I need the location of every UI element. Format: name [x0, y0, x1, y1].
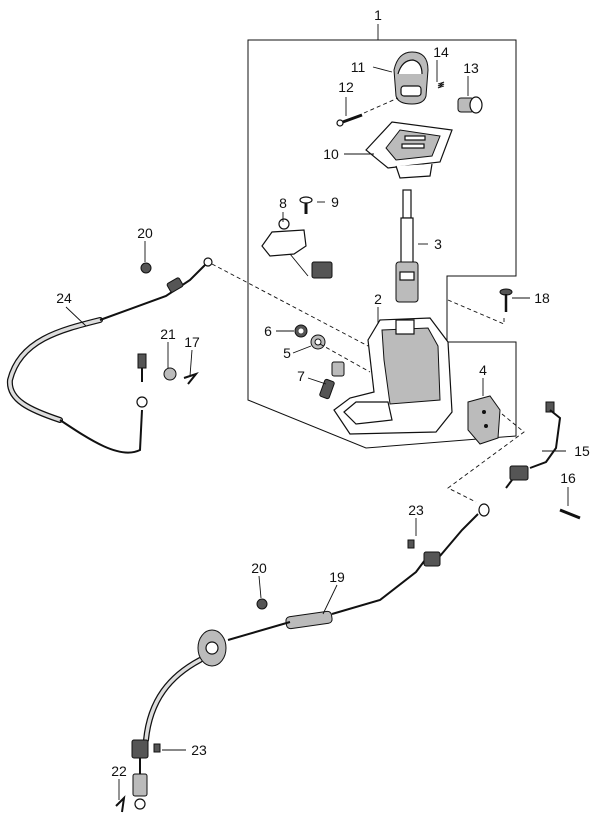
bolt-18 — [499, 288, 513, 312]
detent-assembly — [261, 218, 333, 279]
callout-22: 22 — [111, 763, 127, 779]
clip-20-upper — [140, 262, 152, 274]
callout-24: 24 — [56, 290, 72, 306]
shift-lever — [395, 189, 419, 303]
clip-20-lower — [256, 598, 268, 610]
knob-screw-dash — [363, 97, 399, 114]
bushing-5 — [310, 334, 326, 350]
base-bracket — [333, 317, 453, 435]
button-13 — [457, 96, 483, 114]
bracket-to-cable-dash — [447, 413, 525, 503]
shift-knob — [393, 51, 429, 105]
cable-19 — [131, 503, 490, 810]
callout-20-upper: 20 — [137, 225, 153, 241]
callout-14: 14 — [433, 44, 449, 60]
bolt-dash — [447, 299, 505, 325]
callout-18: 18 — [534, 290, 550, 306]
callout-7: 7 — [297, 368, 305, 384]
callout-2: 2 — [374, 291, 382, 307]
nut-6 — [294, 324, 308, 338]
bushing-dash — [319, 343, 371, 373]
callout-23-lower: 23 — [191, 742, 207, 758]
pin-7 — [319, 361, 345, 400]
callout-15: 15 — [574, 443, 590, 459]
switch-harness-15 — [505, 401, 562, 489]
screw-16 — [559, 508, 581, 520]
callout-3: 3 — [434, 236, 442, 252]
clip-22 — [115, 795, 126, 813]
cable-24 — [6, 257, 213, 454]
callout-21: 21 — [160, 326, 176, 342]
screw-9 — [299, 196, 313, 214]
callout-8: 8 — [279, 195, 287, 211]
callout-19: 19 — [329, 569, 345, 585]
callout-11: 11 — [351, 59, 366, 75]
callout-1: 1 — [374, 7, 382, 23]
spring-14 — [437, 81, 445, 89]
callout-16: 16 — [560, 470, 576, 486]
callout-6: 6 — [264, 323, 272, 339]
callout-13: 13 — [463, 60, 479, 76]
boot-21-area — [137, 353, 199, 385]
callout-20-lower: 20 — [251, 560, 267, 576]
callout-5: 5 — [283, 345, 291, 361]
callout-9: 9 — [331, 194, 339, 210]
assembly-outline — [247, 39, 517, 449]
leader-lines — [65, 24, 569, 800]
callout-23-upper: 23 — [408, 502, 424, 518]
clip-23-lower — [153, 743, 161, 753]
clip-23-upper — [407, 539, 415, 549]
screw-12 — [336, 113, 363, 127]
callout-17: 17 — [184, 334, 200, 350]
callout-4: 4 — [479, 362, 487, 378]
callout-10: 10 — [323, 146, 339, 162]
callout-12: 12 — [338, 79, 354, 95]
indicator-panel — [365, 121, 453, 179]
cable-to-bracket-dash — [211, 263, 369, 347]
bracket-4 — [467, 395, 501, 445]
